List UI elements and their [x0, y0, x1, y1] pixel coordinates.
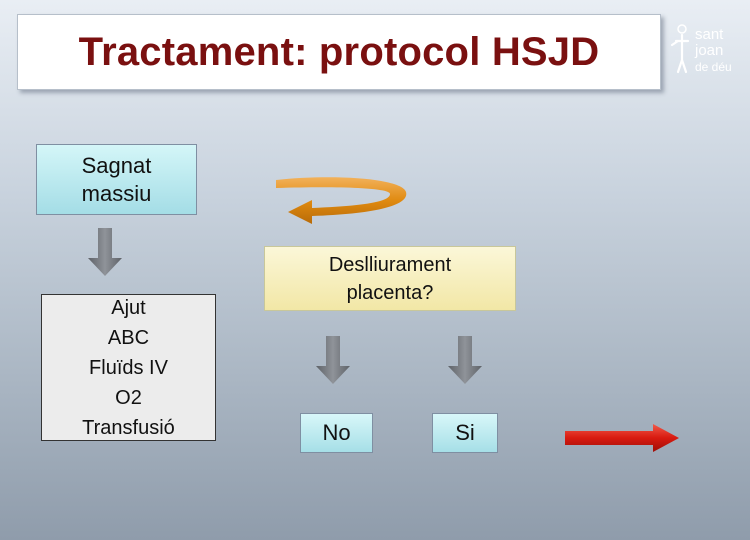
logo-text-line-2: joan [694, 42, 723, 59]
down-arrow-placenta-to-si [448, 336, 482, 384]
logo-text-line-1: sant [695, 26, 724, 43]
right-arrow-si [565, 424, 679, 452]
node-ajut-abc: Ajut ABC Fluïds IV O2 Transfusió [41, 294, 216, 441]
node-sagnat-label: Sagnat massiu [81, 152, 152, 206]
down-arrow-placenta-to-no [316, 336, 350, 384]
curved-arrow-cycle [276, 177, 407, 224]
down-arrow-sagnat-to-ajut [88, 228, 122, 276]
node-placenta-label: Deslliurament placenta? [328, 253, 452, 304]
node-no: No [300, 413, 373, 453]
node-si: Si [432, 413, 498, 453]
node-ajut-label: Ajut ABC Fluïds IV O2 Transfusió [82, 296, 175, 439]
sant-joan-de-deu-logo-icon: sant joan de déu [670, 24, 732, 74]
page-title: Tractament: protocol HSJD [78, 29, 600, 74]
node-no-label: No [322, 420, 351, 445]
title-banner: Tractament: protocol HSJD [17, 14, 661, 90]
node-deslliurament-placenta: Deslliurament placenta? [264, 246, 516, 311]
node-sagnat-massiu: Sagnat massiu [36, 144, 197, 215]
node-si-label: Si [455, 420, 475, 445]
logo-text-line-3: de déu [695, 60, 732, 74]
